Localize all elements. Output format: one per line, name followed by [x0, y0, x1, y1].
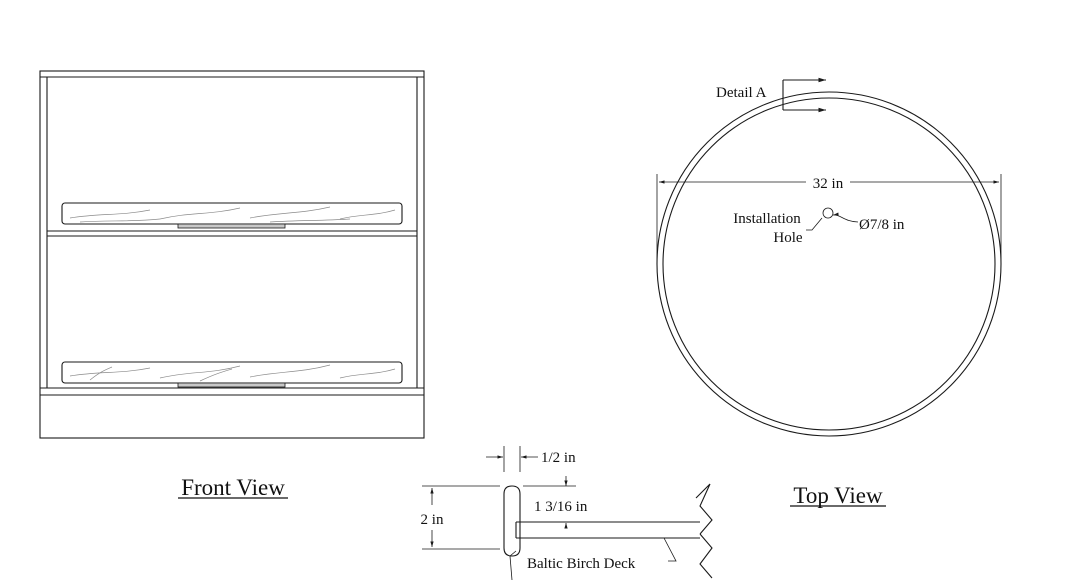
top-view-title: Top View [793, 483, 883, 508]
lower-tray-handle [177, 382, 286, 388]
break-line-top [695, 483, 713, 535]
detail-section: 1/2 in 2 in 1 3/16 in Baltic Birch Deck [421, 446, 713, 580]
front-view-title: Front View [181, 475, 285, 500]
height-label: 2 in [421, 512, 444, 528]
rim-leader [509, 550, 517, 580]
edge-thickness-dimension: 1/2 in [486, 446, 576, 472]
hole-diameter-label: Ø7/8 in [859, 217, 905, 233]
height-dimension: 2 in [421, 485, 500, 550]
upper-tray [61, 202, 403, 229]
inner-rim-circle [662, 97, 996, 431]
installation-hole: Installation Hole Ø7/8 in [733, 207, 905, 246]
installation-hole-label-line1: Installation [733, 211, 801, 227]
deck-board [515, 521, 700, 539]
inset-dimension: 1 3/16 in [523, 476, 588, 529]
deck-leader: Baltic Birch Deck [527, 537, 677, 572]
installation-hole-label-line2: Hole [773, 230, 803, 246]
installation-hole-circle [822, 207, 834, 219]
inset-label: 1 3/16 in [534, 499, 588, 515]
break-line-bottom [699, 533, 713, 579]
diameter-dimension: 32 in [656, 174, 1002, 264]
deck-label: Baltic Birch Deck [527, 556, 636, 572]
top-view: Detail A 32 in Installation Hole Ø7/8 in… [656, 77, 1002, 508]
detail-a-callout: Detail A [716, 77, 826, 113]
outer-rim-circle [656, 91, 1002, 437]
cabinet-outline [39, 70, 425, 439]
detail-a-label: Detail A [716, 85, 767, 101]
upper-tray-handle [177, 223, 286, 229]
front-view: Front View [39, 70, 425, 500]
rim-profile [503, 485, 521, 557]
lower-tray [61, 361, 403, 388]
edge-thickness-label: 1/2 in [541, 450, 576, 466]
diameter-label: 32 in [813, 176, 844, 192]
